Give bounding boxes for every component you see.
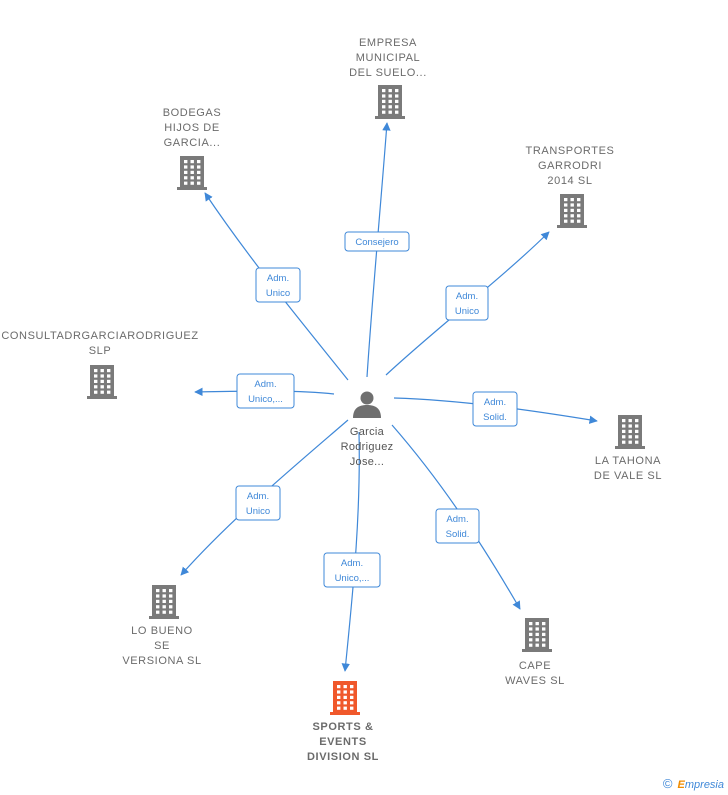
role-label: Solid. (446, 529, 470, 540)
company-name-line: VERSIONA SL (122, 655, 201, 667)
company-node-consultadr[interactable]: CONSULTADRGARCIARODRIGUEZ SLP (1, 330, 198, 399)
company-name-line: MUNICIPAL (356, 52, 420, 64)
building-icon (149, 585, 179, 619)
company-name-line: DEL SUELO... (349, 67, 427, 79)
company-node-cape-waves[interactable]: CAPE WAVES SL (505, 618, 565, 687)
center-node[interactable]: GarciaRodriguezJose... (341, 391, 394, 469)
company-name-line: SE (154, 640, 170, 652)
company-name-line: WAVES SL (505, 675, 565, 687)
company-name-line: SPORTS & (312, 721, 373, 733)
role-badge[interactable] (344, 231, 410, 252)
role-badge[interactable] (236, 373, 295, 409)
role-label: Adm. (446, 514, 468, 525)
edge-empresa-municipal[interactable]: Consejero (344, 122, 410, 378)
company-name-line: SLP (89, 345, 112, 357)
company-node-bodegas-hijos[interactable]: BODEGAS HIJOS DE GARCIA... (163, 107, 222, 190)
building-icon (177, 156, 207, 190)
company-name-line: TRANSPORTES (526, 145, 615, 157)
brand-logo-initial: E (677, 779, 685, 791)
edge-la-tahona[interactable]: Adm. Solid. (393, 391, 598, 427)
role-label: Solid. (483, 412, 507, 423)
company-name-line: CAPE (519, 660, 551, 672)
role-label: Adm. (341, 558, 363, 569)
company-name-line: LO BUENO (131, 625, 193, 637)
company-node-la-tahona[interactable]: LA TAHONA DE VALE SL (594, 415, 662, 482)
role-label: Adm. (484, 397, 506, 408)
company-name-line: CONSULTADRGARCIARODRIGUEZ (1, 330, 198, 342)
role-label: Unico,... (248, 394, 283, 405)
person-name-line: Garcia (350, 426, 385, 438)
company-name-line: LA TAHONA (595, 455, 661, 467)
role-label: Adm. (254, 379, 276, 390)
company-name-line: GARRODRI (538, 160, 602, 172)
role-badge[interactable] (235, 485, 281, 521)
role-label: Adm. (247, 491, 269, 502)
role-label: Unico,... (335, 573, 370, 584)
building-icon (522, 618, 552, 652)
role-badge[interactable] (255, 267, 301, 303)
person-name-line: Jose... (350, 456, 385, 468)
role-badge[interactable] (445, 285, 489, 321)
role-label: Adm. (456, 291, 478, 302)
company-name-line: DIVISION SL (307, 751, 379, 763)
role-badge[interactable] (323, 552, 381, 588)
role-label: Unico (246, 506, 270, 517)
role-badge[interactable] (472, 391, 518, 427)
edge-sports-events[interactable]: Adm. Unico,... (323, 431, 381, 672)
company-name-line: HIJOS DE (164, 122, 220, 134)
role-label: Consejero (355, 237, 398, 248)
company-node-sports-events[interactable]: SPORTS & EVENTS DIVISION SL (307, 681, 379, 763)
edge-transportes-garrodri[interactable]: Adm. Unico (385, 231, 550, 376)
person-icon (353, 391, 381, 418)
company-name-line: EVENTS (319, 736, 367, 748)
edge-lo-bueno[interactable]: Adm. Unico (180, 419, 349, 576)
person-name-line: Rodriguez (341, 441, 394, 453)
company-node-transportes-garrodri[interactable]: TRANSPORTES GARRODRI 2014 SL (526, 145, 615, 228)
role-label: Adm. (267, 273, 289, 284)
company-name-line: EMPRESA (359, 37, 417, 49)
building-icon (330, 681, 360, 715)
role-badge[interactable] (435, 508, 480, 544)
edge-cape-waves[interactable]: Adm. Solid. (391, 424, 521, 610)
building-icon (557, 194, 587, 228)
company-name-line: BODEGAS (163, 107, 222, 119)
role-label: Unico (266, 288, 290, 299)
company-name-line: GARCIA... (164, 137, 221, 149)
company-name-line: DE VALE SL (594, 470, 662, 482)
footer-brand[interactable]: © Empresia (663, 776, 724, 791)
building-icon (615, 415, 645, 449)
building-icon (87, 365, 117, 399)
company-node-empresa-municipal[interactable]: EMPRESA MUNICIPAL DEL SUELO... (349, 37, 427, 119)
role-label: Unico (455, 306, 479, 317)
brand-logo-text: mpresia (684, 779, 724, 791)
edge-bodegas-hijos[interactable]: Adm. Unico (204, 192, 349, 381)
nodes-layer: EMPRESA MUNICIPAL DEL SUELO... BODEGAS HIJOS… (1, 37, 662, 763)
edge-consultadr[interactable]: Adm. Unico,... (194, 373, 335, 409)
company-node-lo-bueno[interactable]: LO BUENO SE VERSIONA SL (122, 585, 201, 667)
building-icon (375, 85, 405, 119)
copyright-symbol: © (662, 776, 673, 791)
company-name-line: 2014 SL (547, 175, 592, 187)
